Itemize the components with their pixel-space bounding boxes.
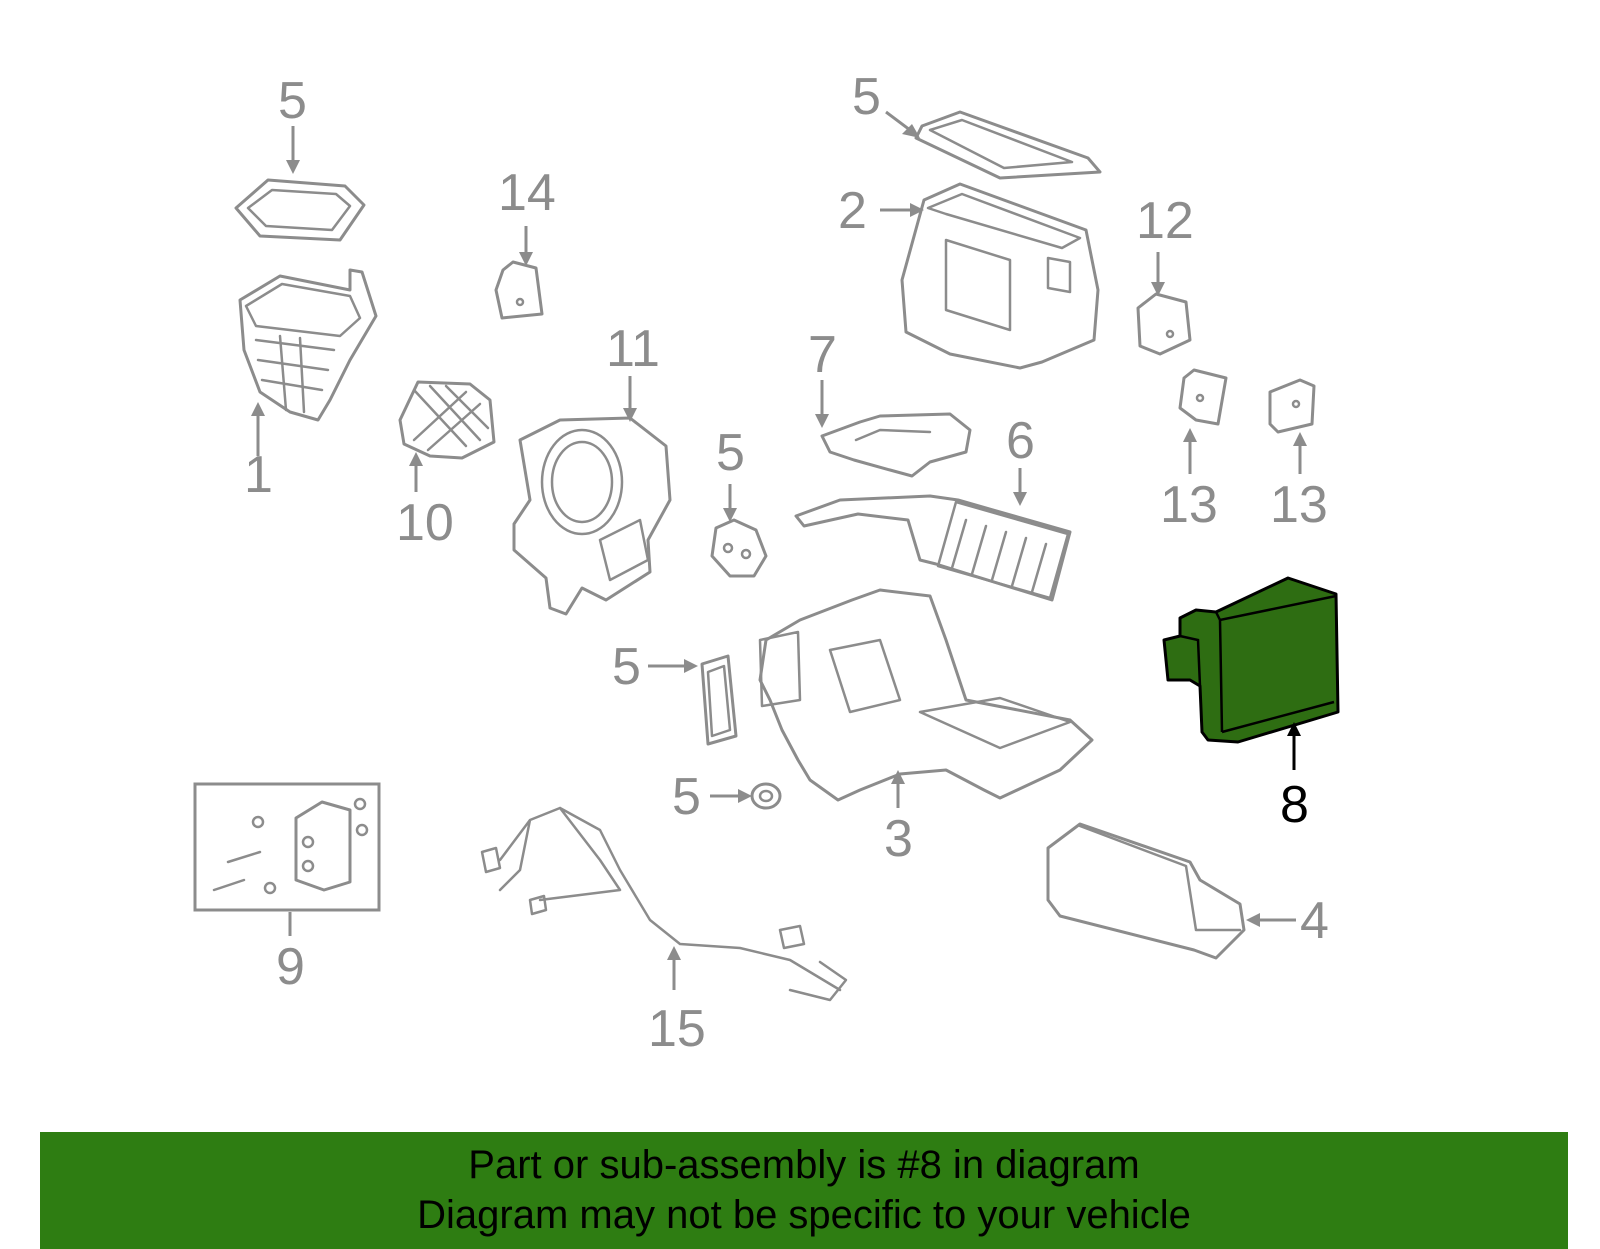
banner-line-1: Part or sub-assembly is #8 in diagram xyxy=(468,1143,1140,1187)
callout-13-right: 13 xyxy=(1270,476,1328,534)
part-5-gasket-top-left xyxy=(234,178,366,242)
callout-9: 9 xyxy=(276,938,305,996)
banner-line-2: Diagram may not be specific to your vehi… xyxy=(417,1193,1191,1237)
part-13-actuator-right xyxy=(1268,378,1316,434)
callout-15: 15 xyxy=(648,1000,706,1058)
part-1-housing xyxy=(238,268,378,422)
part-11-blower-case xyxy=(512,416,672,616)
callout-5-top-left: 5 xyxy=(278,72,307,130)
part-2-case xyxy=(900,182,1100,370)
callout-10: 10 xyxy=(396,494,454,552)
part-9-valve-kit xyxy=(193,782,381,912)
part-7-duct xyxy=(820,412,972,478)
info-banner: Part or sub-assembly is #8 in diagram Di… xyxy=(40,1132,1568,1249)
callout-7: 7 xyxy=(808,326,837,384)
part-12-actuator xyxy=(1136,292,1192,356)
part-5-gasket-top-right xyxy=(914,110,1102,180)
callout-5-top-right: 5 xyxy=(852,68,881,126)
part-5-gasket-small xyxy=(710,518,768,578)
callout-5-rect: 5 xyxy=(612,638,641,696)
leader-arrows xyxy=(251,110,1307,990)
part-6-heater-core xyxy=(794,494,1072,602)
callout-5-grommet: 5 xyxy=(672,768,701,826)
part-8-evaporator-highlighted xyxy=(1162,576,1340,744)
callout-6: 6 xyxy=(1006,412,1035,470)
callout-3: 3 xyxy=(884,810,913,868)
part-15-wire-harness xyxy=(480,806,848,1002)
callout-5-mid: 5 xyxy=(716,424,745,482)
part-5-grommet xyxy=(750,782,782,810)
callout-11: 11 xyxy=(606,320,660,378)
part-10-filter xyxy=(398,380,496,460)
callout-14: 14 xyxy=(498,164,556,222)
part-3-lower-case xyxy=(758,588,1094,802)
parts-diagram: 5 1 14 10 11 5 5 2 12 7 6 13 13 5 5 3 8 … xyxy=(193,68,1340,1058)
part-14-bracket xyxy=(494,260,544,320)
callout-13-left: 13 xyxy=(1160,476,1218,534)
part-4-duct xyxy=(1046,822,1246,960)
callout-4: 4 xyxy=(1300,892,1329,950)
callout-12: 12 xyxy=(1136,192,1194,250)
part-13-actuator-left xyxy=(1178,368,1228,426)
callout-1: 1 xyxy=(244,446,273,504)
part-5-gasket-rect xyxy=(700,654,738,746)
callout-8-highlighted: 8 xyxy=(1280,776,1309,834)
callout-2: 2 xyxy=(838,182,867,240)
